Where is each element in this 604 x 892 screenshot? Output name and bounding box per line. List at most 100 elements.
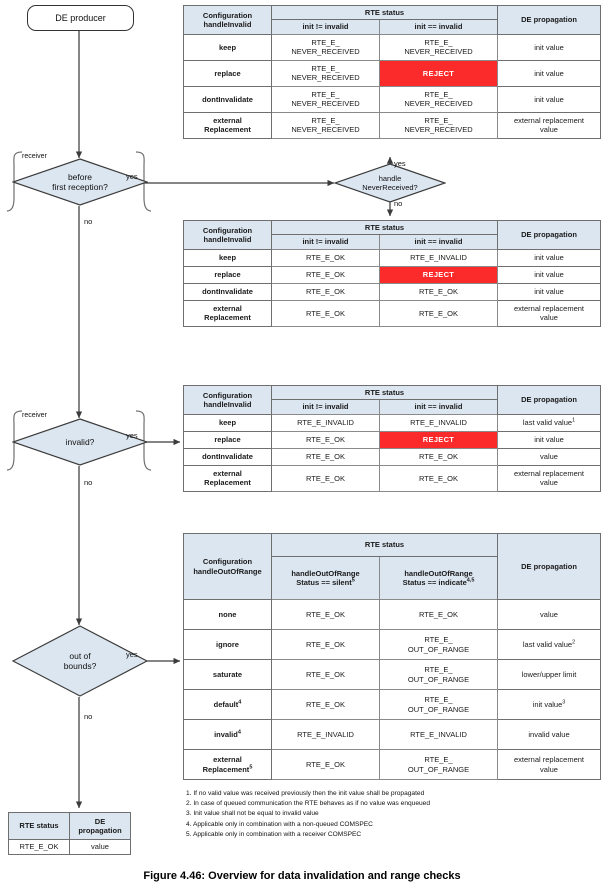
cell-de: lower/upper limit <box>497 659 601 690</box>
diamond-shape <box>12 625 148 697</box>
cell-de: init value <box>497 33 601 61</box>
edge-label-yes-1: yes <box>126 172 138 181</box>
table-row: keep RTE_E_INVALID RTE_E_INVALID last va… <box>183 413 601 432</box>
cell-rte-left: RTE_E_NEVER_RECEIVED <box>271 33 380 61</box>
th-de-propagation: DE propagation <box>497 533 601 600</box>
footnote-item: 1. If no valid value was received previo… <box>186 790 425 797</box>
th-status-silent: handleOutOfRange Status == silent5 <box>271 556 380 600</box>
cell-config: ignore <box>183 629 272 660</box>
edge-label-yes-hnr: yes <box>394 159 406 168</box>
th-rte-status: RTE status <box>271 533 498 557</box>
cell-rte-right: RTE_E_OK <box>379 447 498 466</box>
cell-rte-right: RTE_E_OUT_OF_RANGE <box>379 629 498 660</box>
cell-rte-right: RTE_E_OK <box>379 299 498 327</box>
th-de-propagation: DE propagation <box>497 220 601 250</box>
cell-rte-left: RTE_E_OK <box>271 749 380 780</box>
cell-rte-right: RTE_E_OK <box>379 282 498 301</box>
footnote-item: 2. In case of queued communication the R… <box>186 800 431 808</box>
table-never-received: Configuration handleInvalid RTE status D… <box>183 4 601 139</box>
cell-rte-right: RTE_E_OUT_OF_RANGE <box>379 689 498 720</box>
cell-config: default4 <box>183 689 272 720</box>
cell-rte-right-reject: REJECT <box>379 430 498 449</box>
cell-rte-left: RTE_E_OK <box>271 447 380 466</box>
decision-before-first-reception[interactable]: before first reception? <box>12 158 148 206</box>
cell-config: keep <box>183 33 272 61</box>
edge-label-yes-3: yes <box>126 650 138 659</box>
th-init-eq-invalid: init == invalid <box>379 234 498 250</box>
table-row: saturate RTE_E_OK RTE_E_OUT_OF_RANGE low… <box>183 659 601 690</box>
cell-rte-left: RTE_E_OK <box>271 659 380 690</box>
receiver-bracket-label-2: receiver <box>22 412 47 419</box>
decision-invalid[interactable]: invalid? <box>12 418 148 466</box>
cell-config: replace <box>183 265 272 284</box>
cell-config: none <box>183 599 272 630</box>
footnotes: 1. If no valid value was received previo… <box>186 789 430 840</box>
footnote-item: 3. Init value shall not be equal to inva… <box>186 810 319 818</box>
footnote-item: 4. Applicable only in combination with a… <box>186 820 373 828</box>
edge-label-no-3: no <box>84 712 93 721</box>
diamond-shape <box>12 418 148 466</box>
decision-out-of-bounds-label: out of bounds? <box>63 650 97 671</box>
cell-de: init value <box>497 248 601 267</box>
cell-rte-right: RTE_E_NEVER_RECEIVED <box>379 111 498 139</box>
footnote-item: 5. Applicable only in combination with a… <box>186 830 362 838</box>
table-invalid: Configuration handleInvalid RTE status D… <box>183 384 601 492</box>
cell-config: dontInvalidate <box>183 85 272 113</box>
th-status-indicate: handleOutOfRange Status == indicate4,5 <box>379 556 498 600</box>
cell-config: invalid4 <box>183 719 272 750</box>
cell-rte-right: RTE_E_OUT_OF_RANGE <box>379 659 498 690</box>
cell-rte-left: RTE_E_OK <box>271 265 380 284</box>
cell-de: init value <box>497 430 601 449</box>
decision-out-of-bounds[interactable]: out of bounds? <box>12 625 148 697</box>
cell-rte-right: RTE_E_NEVER_RECEIVED <box>379 85 498 113</box>
node-de-producer[interactable]: DE producer <box>27 5 134 31</box>
edge-label-no-2: no <box>84 478 93 487</box>
decision-before-first-reception-label: before first reception? <box>52 171 108 192</box>
table-out-of-range: Configuration handleOutOfRange RTE statu… <box>183 533 601 780</box>
th-rte-status: RTE status <box>271 384 498 401</box>
decision-invalid-label: invalid? <box>65 436 95 447</box>
th-configuration: Configuration handleInvalid <box>183 385 272 415</box>
th-configuration: Configuration handleInvalid <box>183 220 272 250</box>
cell-de: last valid value1 <box>497 413 601 432</box>
cell-rte-right: RTE_E_OK <box>379 599 498 630</box>
decision-handle-never-received-label: handle NeverReceived? <box>362 174 418 192</box>
table-row: replace RTE_E_NEVER_RECEIVED REJECT init… <box>183 59 601 87</box>
table-ok: RTE status DE propagation RTE_E_OK value <box>8 812 131 855</box>
th-init-ne-invalid: init != invalid <box>271 399 380 415</box>
cell-rte-left: RTE_E_NEVER_RECEIVED <box>271 85 380 113</box>
table-row: replace RTE_E_OK REJECT init value <box>183 430 601 449</box>
table-row: keep RTE_E_OK RTE_E_INVALID init value <box>183 248 601 267</box>
edge-label-no-1: no <box>84 217 93 226</box>
cell-de: last valid value2 <box>497 629 601 660</box>
cell-rte-left: RTE_E_NEVER_RECEIVED <box>271 59 380 87</box>
cell-de: init value <box>497 85 601 113</box>
node-de-producer-label: DE producer <box>55 13 106 23</box>
th-rte-status: RTE status <box>8 812 70 840</box>
receiver-bracket-label-1: receiver <box>22 153 47 160</box>
cell-rte-left: RTE_E_OK <box>271 689 380 720</box>
cell-config: dontInvalidate <box>183 282 272 301</box>
cell-rte-left: RTE_E_OK <box>271 299 380 327</box>
cell-rte-left: RTE_E_OK <box>271 599 380 630</box>
edge-label-yes-2: yes <box>126 431 138 440</box>
cell-rte-left: RTE_E_INVALID <box>271 413 380 432</box>
cell-de: value <box>497 599 601 630</box>
cell-rte-left: RTE_E_OK <box>271 248 380 267</box>
cell-de: init value3 <box>497 689 601 720</box>
cell-rte: RTE_E_OK <box>8 839 70 855</box>
cell-rte-right: RTE_E_NEVER_RECEIVED <box>379 33 498 61</box>
table-row: none RTE_E_OK RTE_E_OK value <box>183 599 601 630</box>
cell-rte-right-reject: REJECT <box>379 59 498 87</box>
cell-de: invalid value <box>497 719 601 750</box>
decision-handle-never-received[interactable]: handle NeverReceived? <box>334 163 446 203</box>
cell-rte-left: RTE_E_OK <box>271 464 380 492</box>
